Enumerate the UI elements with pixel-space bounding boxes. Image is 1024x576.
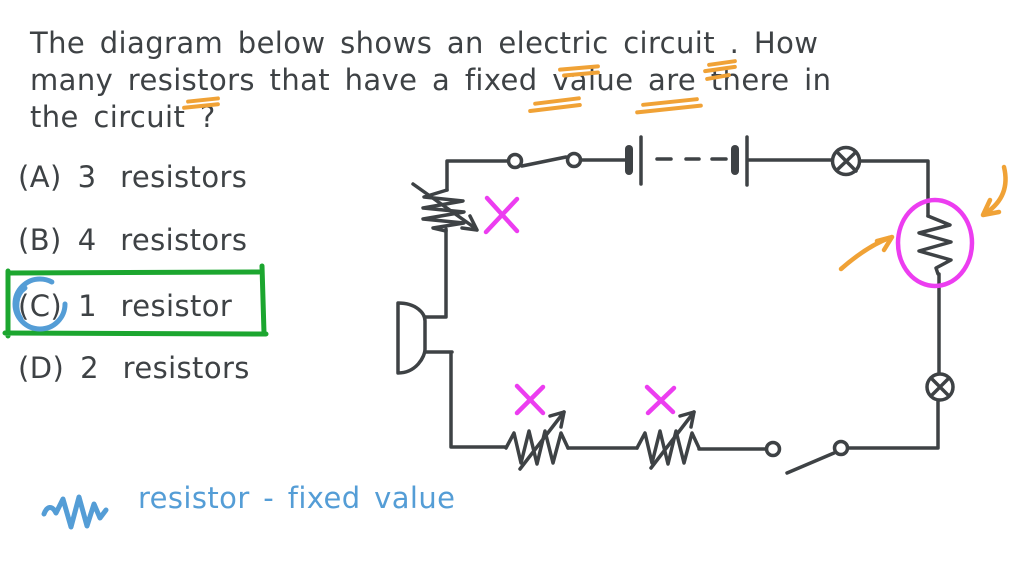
pink-x-bottom-resistor-2 [644, 384, 677, 416]
option-d[interactable]: (D) 2 resistors [18, 351, 250, 385]
orange-arrow-lower-left [838, 235, 892, 272]
option-d-label: (D) [18, 351, 65, 385]
magenta-ellipse-fixed-resistor [895, 197, 975, 289]
option-b[interactable]: (B) 4 resistors [18, 223, 247, 257]
legend-note-text: resistor - fixed value [138, 481, 456, 515]
option-b-label: (B) [18, 223, 62, 257]
magenta-annotations [483, 195, 975, 416]
battery-icon [625, 135, 749, 187]
legend-resistor-zigzag-icon [41, 494, 109, 530]
lamp-top-icon [830, 145, 862, 177]
variable-resistor-left-icon [411, 182, 479, 233]
pink-x-left-resistor [483, 195, 520, 235]
variable-resistor-bottom-right-icon [635, 410, 701, 470]
option-c-text: 1 resistor [78, 289, 233, 323]
circuit-wires [423, 158, 941, 451]
buzzer-icon [396, 301, 427, 375]
orange-arrow-annotations [838, 164, 1008, 272]
option-d-text: 2 resistors [80, 351, 250, 385]
switch-bottom-icon [764, 439, 850, 475]
option-a-label: (A) [18, 160, 62, 194]
question-line-1: The diagram below shows an electric circ… [30, 26, 819, 60]
selected-option-blue-circle [12, 276, 68, 332]
lamp-right-icon [925, 372, 955, 402]
orange-arrow-upper-right [983, 164, 1008, 216]
option-c[interactable]: (C) 1 resistor [18, 289, 232, 323]
pink-x-bottom-resistor-1 [514, 383, 546, 416]
option-c-label: (C) [18, 289, 63, 323]
fixed-resistor-icon [917, 214, 953, 276]
circuit-diagram [396, 135, 955, 475]
option-b-text: 4 resistors [77, 223, 248, 257]
option-a-text: 3 resistors [77, 160, 248, 194]
question-line-2: many resistors that have a fixed value a… [30, 63, 832, 97]
variable-resistor-bottom-left-icon [504, 410, 570, 471]
switch-top-icon [506, 151, 583, 170]
option-a[interactable]: (A) 3 resistors [18, 160, 247, 194]
correct-answer-green-box [2, 263, 269, 339]
